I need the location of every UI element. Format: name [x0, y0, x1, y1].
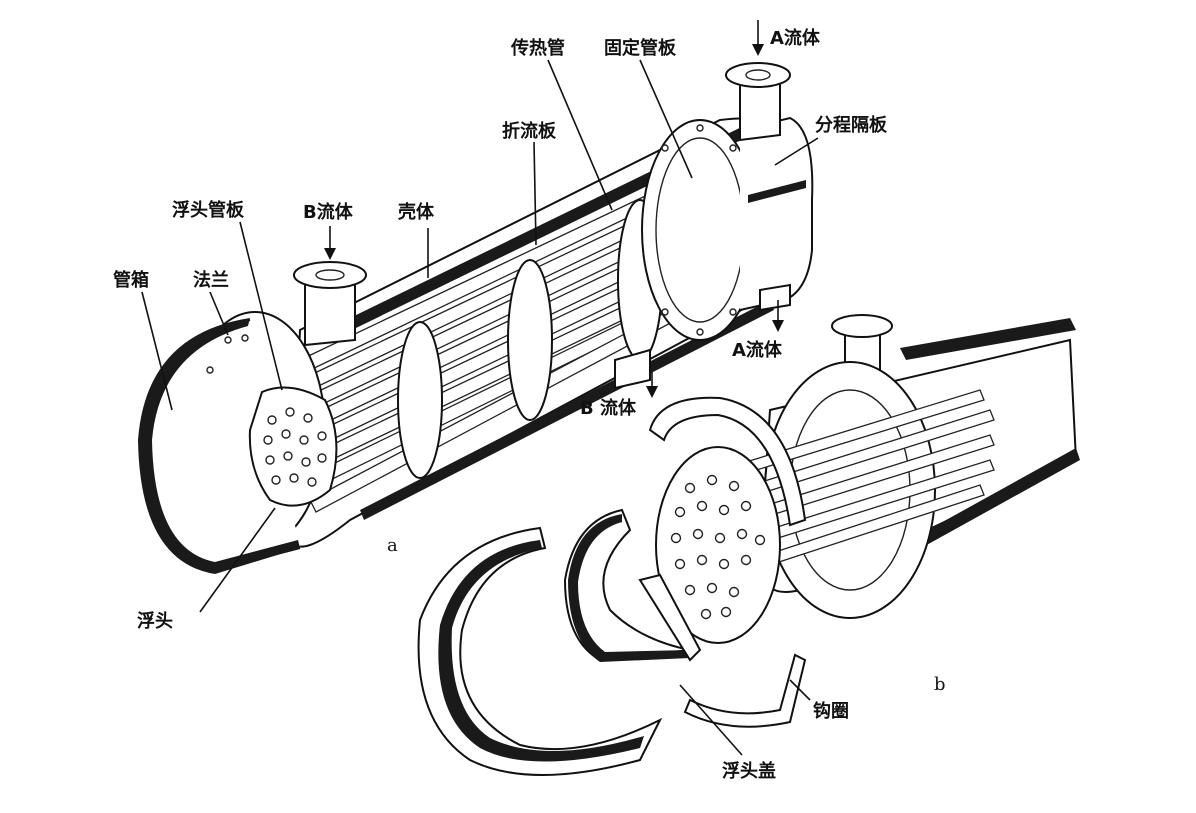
label-hook-ring: 钩圈: [813, 701, 849, 722]
label-shell: 壳体: [398, 202, 434, 223]
flow-arrows: [324, 20, 784, 398]
floating-tube-sheet: [248, 386, 338, 507]
shell-bottom-wall: [360, 300, 774, 520]
hook-ring-lower: [683, 653, 807, 728]
a-inlet-nozzle: [739, 79, 781, 142]
label-fixed-tube-sheet: 固定管板: [604, 38, 676, 59]
label-baffle: 折流板: [502, 121, 556, 142]
split-ring-upper: [648, 396, 807, 527]
label-floating-head: 浮头: [137, 611, 173, 632]
a-outlet-nozzle: [759, 283, 791, 312]
exploded-tube-sheet-holes: [670, 474, 766, 620]
label-floating-head-cover: 浮头盖: [722, 761, 776, 782]
baffle-1: [397, 321, 443, 479]
floating-head-cover: [417, 526, 663, 776]
label-a-fluid-out: A流体: [732, 340, 782, 361]
sub-label-a: a: [387, 535, 398, 556]
label-b-fluid-out: B 流体: [580, 398, 636, 419]
label-b-fluid-in: B流体: [303, 202, 353, 223]
assembled-exchanger: [138, 62, 814, 574]
label-pass-partition: 分程隔板: [815, 115, 887, 136]
baffle-2: [507, 259, 553, 421]
pass-partition-plate: [748, 180, 806, 203]
leader-lines: [141, 59, 819, 756]
exploded-view: [417, 314, 1080, 776]
label-a-fluid-in: A流体: [770, 28, 820, 49]
label-floating-tube-sheet: 浮头管板: [172, 200, 244, 221]
tube-sheet-holes: [263, 407, 327, 487]
hook-ring-upper: [638, 573, 702, 662]
left-channel-wall: [138, 318, 300, 574]
sub-label-b: b: [934, 674, 946, 695]
label-channel: 管箱: [113, 270, 149, 291]
label-flange: 法兰: [193, 270, 229, 291]
right-channel: [739, 116, 814, 311]
b-outlet-nozzle: [614, 348, 651, 390]
label-heat-tube: 传热管: [511, 38, 565, 59]
